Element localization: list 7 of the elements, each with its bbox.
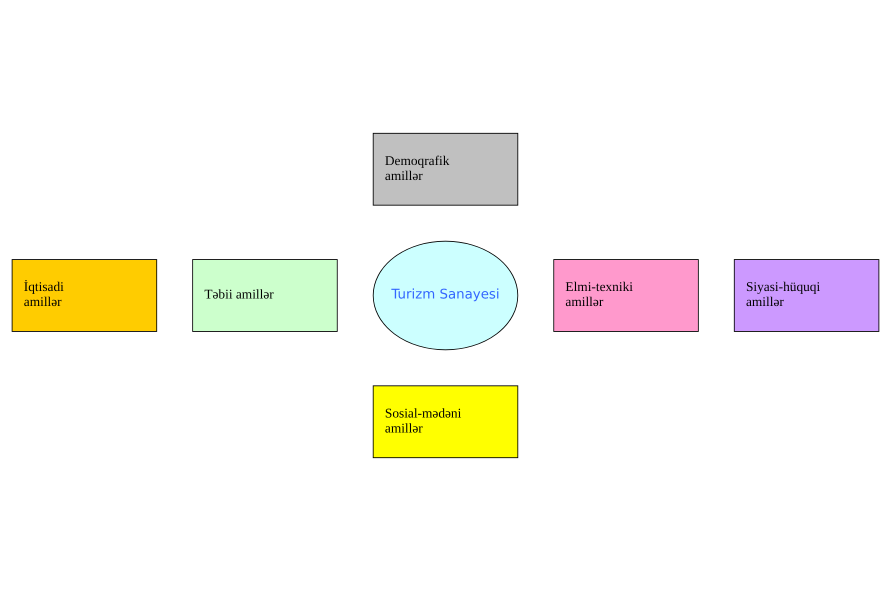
node-box: Demoqrafik amillər (372, 132, 518, 206)
node-box: Elmi-texniki amillər (553, 258, 699, 332)
node-ellipse: Turizm Sanayesi (372, 240, 518, 350)
node-box: Sosial-mədəni amillər (372, 384, 518, 458)
node-box: İqtisadi amillər (12, 258, 158, 332)
node-box: Siyasi-hüquqi amillər (734, 258, 880, 332)
node-box: Təbii amillər (192, 258, 338, 332)
